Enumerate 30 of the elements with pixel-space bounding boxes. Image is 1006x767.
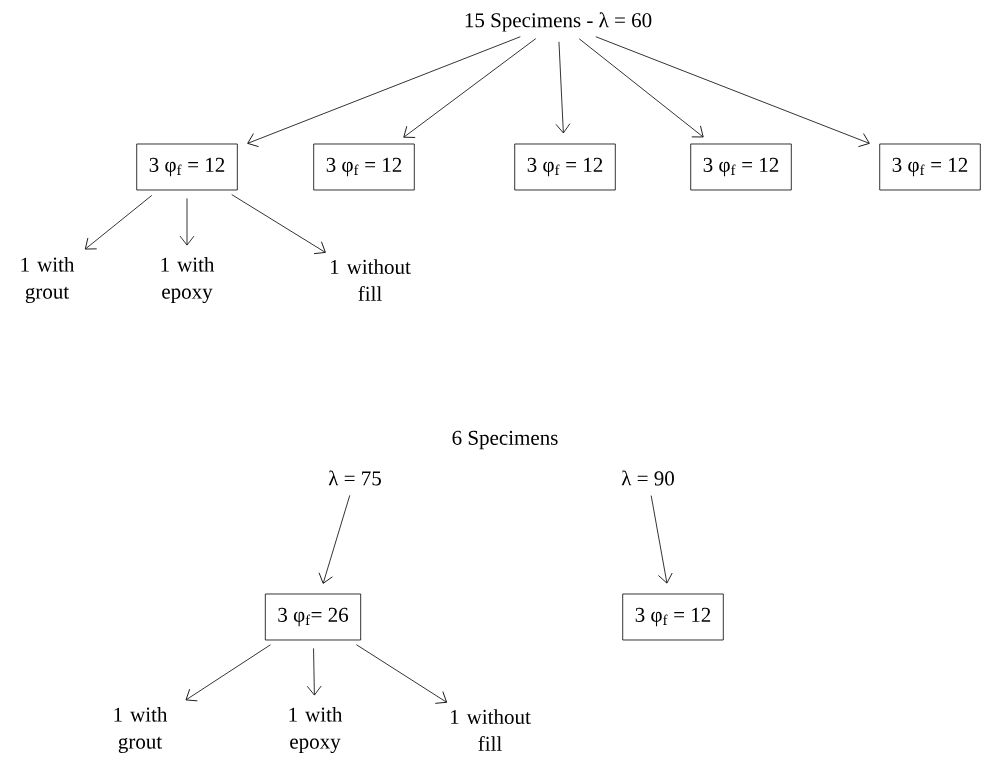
- text-label: λ = 75: [328, 470, 381, 486]
- arrow: [231, 194, 326, 255]
- text-label: 15 Specimens - λ = 60: [465, 12, 652, 32]
- arrow: [185, 644, 271, 702]
- arrow: [247, 36, 521, 147]
- text-label: 1 without fill: [331, 259, 411, 301]
- arrow: [179, 198, 195, 246]
- specimen-box: 3 φ$_{f}$ = 12: [690, 143, 792, 191]
- specimen-box: 3 φ$_{f}$ = 12: [879, 143, 981, 191]
- arrow: [356, 644, 448, 704]
- arrow: [403, 38, 537, 138]
- arrow: [84, 195, 153, 250]
- arrow: [578, 38, 704, 138]
- arrow: [318, 494, 351, 584]
- text-label: 6 Specimens: [452, 430, 558, 450]
- text-label: λ = 90: [621, 470, 674, 486]
- arrow: [595, 36, 870, 148]
- specimen-box: 3 φ$_{f}$ = 12: [622, 593, 724, 641]
- text-label: 1 with epoxy: [289, 706, 343, 754]
- specimen-box: 3 φ$_{f}$= 26: [264, 593, 362, 641]
- specimen-box: 3 φ$_{f}$ = 12: [514, 143, 616, 191]
- text-label: 1 without fill: [451, 709, 531, 751]
- arrow: [650, 495, 673, 584]
- text-label: 1 with grout: [21, 256, 75, 304]
- arrow: [555, 41, 571, 134]
- specimen-box: 3 φ$_{f}$ = 12: [313, 143, 415, 191]
- text-label: 1 with epoxy: [161, 256, 215, 304]
- arrow: [306, 648, 322, 696]
- specimen-box: 3 φ$_{f}$ = 12: [136, 143, 238, 191]
- text-label: 1 with grout: [114, 706, 168, 754]
